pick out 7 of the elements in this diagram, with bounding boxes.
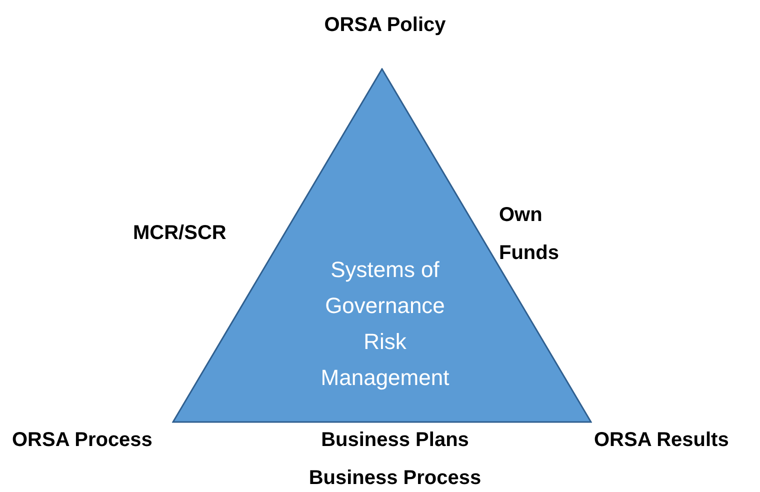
label: ORSA Policy — [323, 13, 447, 38]
label: ORSA Results — [594, 428, 730, 453]
node-label: Systems of Governance Risk Management — [320, 256, 450, 392]
label: Own Funds — [499, 203, 560, 266]
label: MCR/SCR — [133, 221, 228, 246]
label: Business Plans Business Process — [308, 428, 482, 491]
label: ORSA Process — [12, 428, 154, 453]
